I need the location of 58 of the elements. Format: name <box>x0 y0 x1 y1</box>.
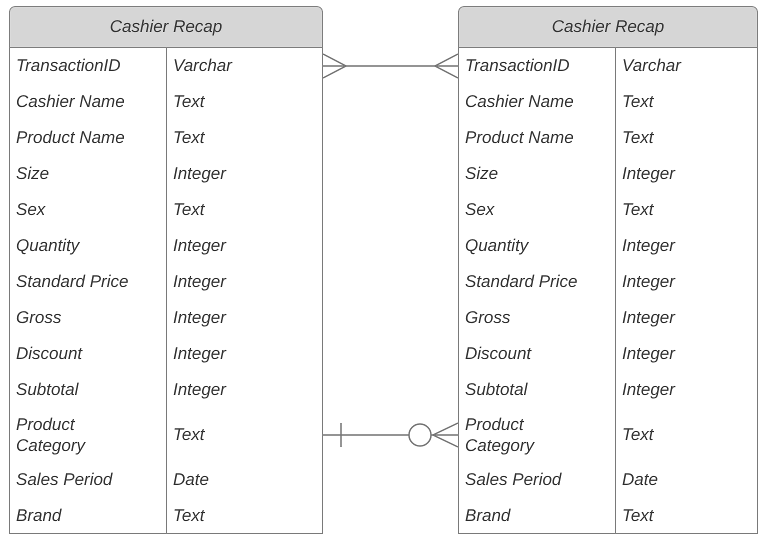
field-type: Integer <box>172 235 228 258</box>
field-name: Cashier Name <box>465 91 574 113</box>
field-type: Varchar <box>172 55 234 78</box>
field-type: Text <box>172 91 206 114</box>
field-type: Integer <box>172 379 228 402</box>
relationship-line <box>322 53 459 79</box>
field-type: Varchar <box>621 55 682 78</box>
field-name: Size <box>16 163 50 185</box>
field-name: Gross <box>16 307 62 329</box>
field-name: Subtotal <box>16 379 78 401</box>
field-name: Product Category <box>16 414 87 456</box>
field-type: Text <box>172 127 206 150</box>
field-name: Quantity <box>465 235 528 257</box>
field-name: TransactionID <box>465 55 570 77</box>
table-title: Cashier Recap <box>110 16 222 38</box>
table-title: Cashier Recap <box>552 16 664 38</box>
field-type: Integer <box>621 163 676 186</box>
field-name: Discount <box>16 343 82 365</box>
field-name: Standard Price <box>16 271 128 293</box>
field-type: Integer <box>172 163 228 186</box>
field-name: TransactionID <box>16 55 121 77</box>
field-name: Quantity <box>16 235 80 257</box>
field-type: Text <box>621 504 655 527</box>
field-name: Sex <box>16 199 46 221</box>
field-type: Integer <box>621 379 676 402</box>
field-type: Integer <box>621 343 676 366</box>
field-name: Sales Period <box>465 469 562 491</box>
field-name: Standard Price <box>465 271 578 293</box>
field-name: Cashier Name <box>16 91 125 113</box>
relationship-line <box>323 422 459 448</box>
field-type: Integer <box>621 307 676 330</box>
field-type: Text <box>172 504 206 527</box>
field-type: Text <box>172 424 206 446</box>
field-type: Integer <box>621 235 676 258</box>
field-name: Product Category <box>465 414 536 456</box>
field-type: Integer <box>621 271 676 294</box>
field-name: Subtotal <box>465 379 528 401</box>
entity-table <box>9 6 323 534</box>
field-name: Size <box>465 163 498 185</box>
field-type: Integer <box>172 343 228 366</box>
field-type: Text <box>621 127 655 150</box>
field-type: Text <box>621 199 655 222</box>
field-name: Brand <box>16 504 62 526</box>
field-name: Discount <box>465 343 532 365</box>
field-type: Integer <box>172 271 228 294</box>
field-type: Integer <box>172 307 228 330</box>
field-type: Text <box>621 91 655 114</box>
field-name: Gross <box>465 307 510 329</box>
field-name: Product Name <box>16 127 125 149</box>
field-type: Text <box>621 424 655 446</box>
field-name: Product Name <box>465 127 574 149</box>
field-name: Sex <box>465 199 494 221</box>
field-name: Brand <box>465 504 510 526</box>
field-type: Date <box>621 469 659 492</box>
field-type: Text <box>172 199 206 222</box>
entity-table <box>458 6 758 534</box>
field-type: Date <box>172 469 210 492</box>
field-name: Sales Period <box>16 469 112 491</box>
